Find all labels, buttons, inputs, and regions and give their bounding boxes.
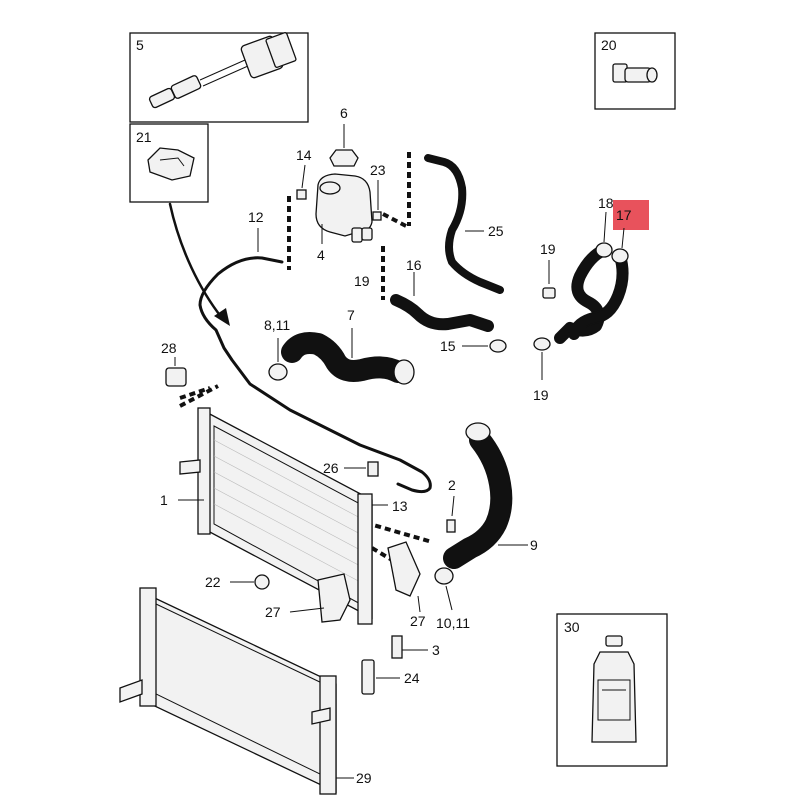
heater-hoses-17-18 (554, 242, 629, 344)
callout-8-11: 8,11 (264, 317, 290, 333)
callout-19-a: 19 (354, 273, 370, 289)
callout-4: 4 (317, 247, 325, 263)
inset-box-5: 5 (129, 32, 309, 123)
highlight-17 (613, 200, 649, 230)
callout-5: 5 (136, 37, 144, 53)
tank-cap-part (329, 149, 359, 167)
seal-10-11-part (434, 567, 454, 585)
callout-19-b: 19 (540, 241, 556, 257)
callout-10-11: 10,11 (436, 615, 470, 631)
radiator-part-29 (119, 587, 337, 795)
bolt-3-part (391, 635, 403, 659)
clip-28-part (165, 367, 187, 387)
callout-27-b: 27 (410, 613, 426, 629)
clip-23-part (372, 211, 382, 221)
callout-28: 28 (161, 340, 177, 356)
callout-17: 17 (616, 207, 632, 223)
callout-25: 25 (488, 223, 504, 239)
callout-14: 14 (296, 147, 312, 163)
callout-7: 7 (347, 307, 355, 323)
callout-16: 16 (406, 257, 422, 273)
clamp-15-part (489, 339, 507, 353)
inset-box-20: 20 (594, 32, 676, 110)
bolt-26-part (367, 461, 379, 477)
callout-1: 1 (160, 492, 168, 508)
callout-2: 2 (448, 477, 456, 493)
callout-12: 12 (248, 209, 264, 225)
clamp-19-lower (533, 337, 551, 351)
callout-6: 6 (340, 105, 348, 121)
condenser-part-1 (179, 407, 373, 625)
bolt-22-part (254, 574, 270, 590)
drain-plug-24-part (361, 659, 375, 695)
sensor-connector-part (148, 32, 297, 109)
clamp-19-upper (542, 287, 556, 299)
clip-part (147, 147, 195, 181)
bleed-hose-12b (308, 418, 432, 494)
clip-14-part (296, 189, 307, 200)
callout-24: 24 (404, 670, 420, 686)
bleed-hose-12 (198, 256, 312, 422)
callout-29: 29 (356, 770, 372, 786)
callout-19-c: 19 (533, 387, 549, 403)
callout-21: 21 (136, 129, 152, 145)
bracket-27-left (317, 573, 351, 623)
bolt-2-part (446, 519, 456, 533)
inset-box-21: 21 (129, 123, 209, 203)
callout-15: 15 (440, 338, 456, 354)
coolant-bottle-part (591, 635, 637, 743)
callout-9: 9 (530, 537, 538, 553)
callout-23: 23 (370, 162, 386, 178)
expansion-tank-part (315, 173, 373, 243)
fitting-part (612, 63, 658, 83)
seal-8-11-part (268, 363, 288, 381)
bracket-27-right (387, 541, 421, 597)
callout-3: 3 (432, 642, 440, 658)
arrow-head (214, 308, 230, 326)
callout-30: 30 (564, 619, 580, 635)
callout-18: 18 (598, 195, 614, 211)
callout-26: 26 (323, 460, 339, 476)
callout-22: 22 (205, 574, 221, 590)
callout-13: 13 (392, 498, 408, 514)
pointer-arrow-21 (168, 202, 224, 320)
callout-20: 20 (601, 37, 617, 53)
inset-box-30: 30 (556, 613, 668, 767)
callout-27-a: 27 (265, 604, 281, 620)
